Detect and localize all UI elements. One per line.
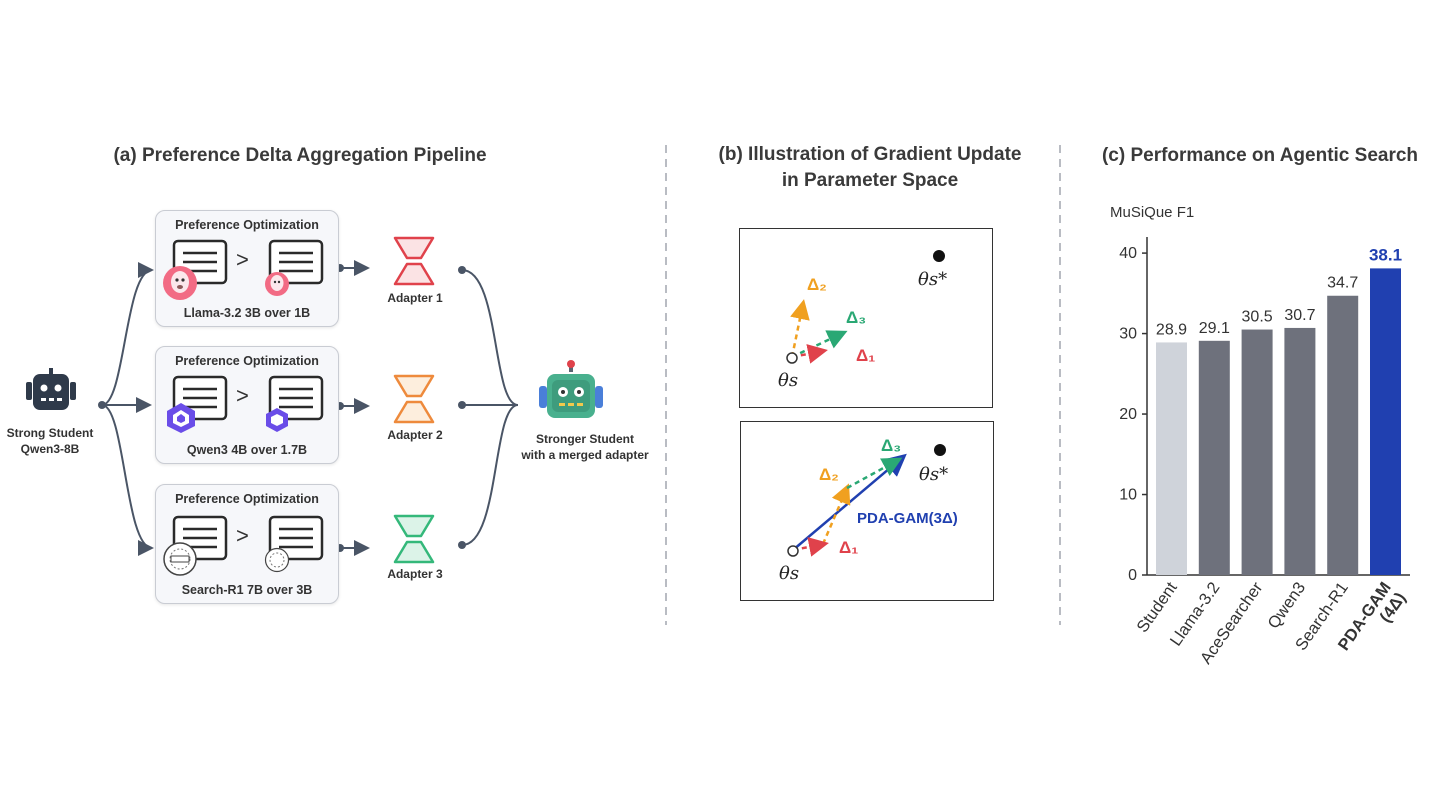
bar-value-label: 30.7 [1284, 307, 1315, 324]
bar-value-label: 38.1 [1369, 245, 1402, 264]
adapter-2-icon [393, 374, 435, 424]
merged-label-1: Stronger Student [536, 432, 634, 446]
merged-label-2: with a merged adapter [521, 448, 649, 462]
theta-label: θs [778, 370, 799, 391]
bar [1198, 340, 1230, 575]
preference-box-title: Preference Optimization [175, 354, 319, 368]
compare-symbol: > [236, 383, 249, 408]
bar [1370, 268, 1401, 575]
compare-symbol: > [236, 247, 249, 272]
document-icon [268, 515, 324, 561]
merged-robot-icon [536, 360, 606, 422]
chart-title: (c) Performance on Agentic Search [1101, 145, 1419, 166]
delta-3-label: Δ₃ [881, 436, 902, 455]
student-robot-icon [22, 368, 80, 418]
search-r1-logo-icon [163, 542, 197, 576]
delta-3-label: Δ₃ [846, 308, 867, 327]
adapter-1-label: Adapter 1 [387, 291, 443, 305]
panel-b-title-1: (b) Illustration of Gradient Update [718, 144, 1022, 165]
bar-value-label: 28.9 [1156, 321, 1187, 338]
preference-box-title: Preference Optimization [175, 218, 319, 232]
preference-box-1: Preference Optimization > Llama-3.2 3B o… [155, 210, 339, 327]
y-tick-label: 10 [1119, 487, 1137, 504]
document-icon [268, 239, 324, 285]
adapter-2-label: Adapter 2 [387, 428, 443, 442]
theta-star-label: θs* [919, 464, 949, 485]
theta-label: θs [779, 563, 800, 584]
bar-value-label: 34.7 [1327, 275, 1358, 292]
bar [1241, 329, 1273, 575]
y-tick-label: 0 [1128, 567, 1137, 584]
panel-b-title-2: in Parameter Space [781, 170, 959, 191]
compare-symbol: > [236, 523, 249, 548]
preference-box-label: Llama-3.2 3B over 1B [183, 306, 311, 320]
student-label-1: Strong Student [6, 426, 94, 440]
theta-star-label: θs* [918, 269, 948, 290]
llama-logo-icon [265, 272, 289, 296]
delta-2-label: Δ₂ [807, 275, 827, 294]
document-icon [268, 375, 324, 421]
preference-box-title: Preference Optimization [175, 492, 319, 506]
student-label-2: Qwen3-8B [20, 442, 80, 456]
qwen-logo-icon [266, 408, 288, 432]
adapter-3-label: Adapter 3 [387, 567, 443, 581]
delta-2-label: Δ₂ [819, 465, 839, 484]
adapter-1-icon [393, 236, 435, 286]
parameter-space-top: Δ₂ Δ₃ Δ₁ θs θs* [739, 228, 993, 408]
qwen-logo-icon [167, 403, 195, 433]
x-tick-label: Qwen3 [1264, 579, 1309, 632]
parameter-space-bottom: Δ₃ Δ₂ PDA-GAM(3Δ) Δ₁ θs θs* [740, 421, 994, 601]
search-r1-logo-icon [264, 547, 290, 573]
preference-box-label: Search-R1 7B over 3B [181, 583, 313, 597]
panel-a-title: (a) Preference Delta Aggregation Pipelin… [113, 145, 487, 166]
y-tick-label: 30 [1119, 326, 1137, 343]
preference-box-label: Qwen3 4B over 1.7B [186, 443, 308, 457]
method-label: PDA-GAM(3Δ) [857, 510, 958, 527]
bar [1156, 342, 1187, 575]
chart-ylabel: MuSiQue F1 [1110, 204, 1195, 221]
delta-1-label: Δ₁ [856, 346, 876, 365]
preference-box-3: Preference Optimization > Search-R1 7B o… [155, 484, 339, 604]
y-tick-label: 20 [1119, 406, 1137, 423]
bar-value-label: 30.5 [1242, 309, 1273, 326]
llama-logo-icon [163, 266, 197, 300]
preference-box-2: Preference Optimization > Qwen3 4B over … [155, 346, 339, 464]
delta-1-label: Δ₁ [839, 538, 859, 557]
bar [1327, 295, 1359, 575]
adapter-3-icon [393, 514, 435, 564]
y-tick-label: 40 [1119, 245, 1137, 262]
bar-value-label: 29.1 [1199, 320, 1230, 337]
chart-svg: 01020304028.9Student29.1Llama-3.230.5Ace… [1119, 237, 1410, 667]
bar [1284, 327, 1316, 575]
